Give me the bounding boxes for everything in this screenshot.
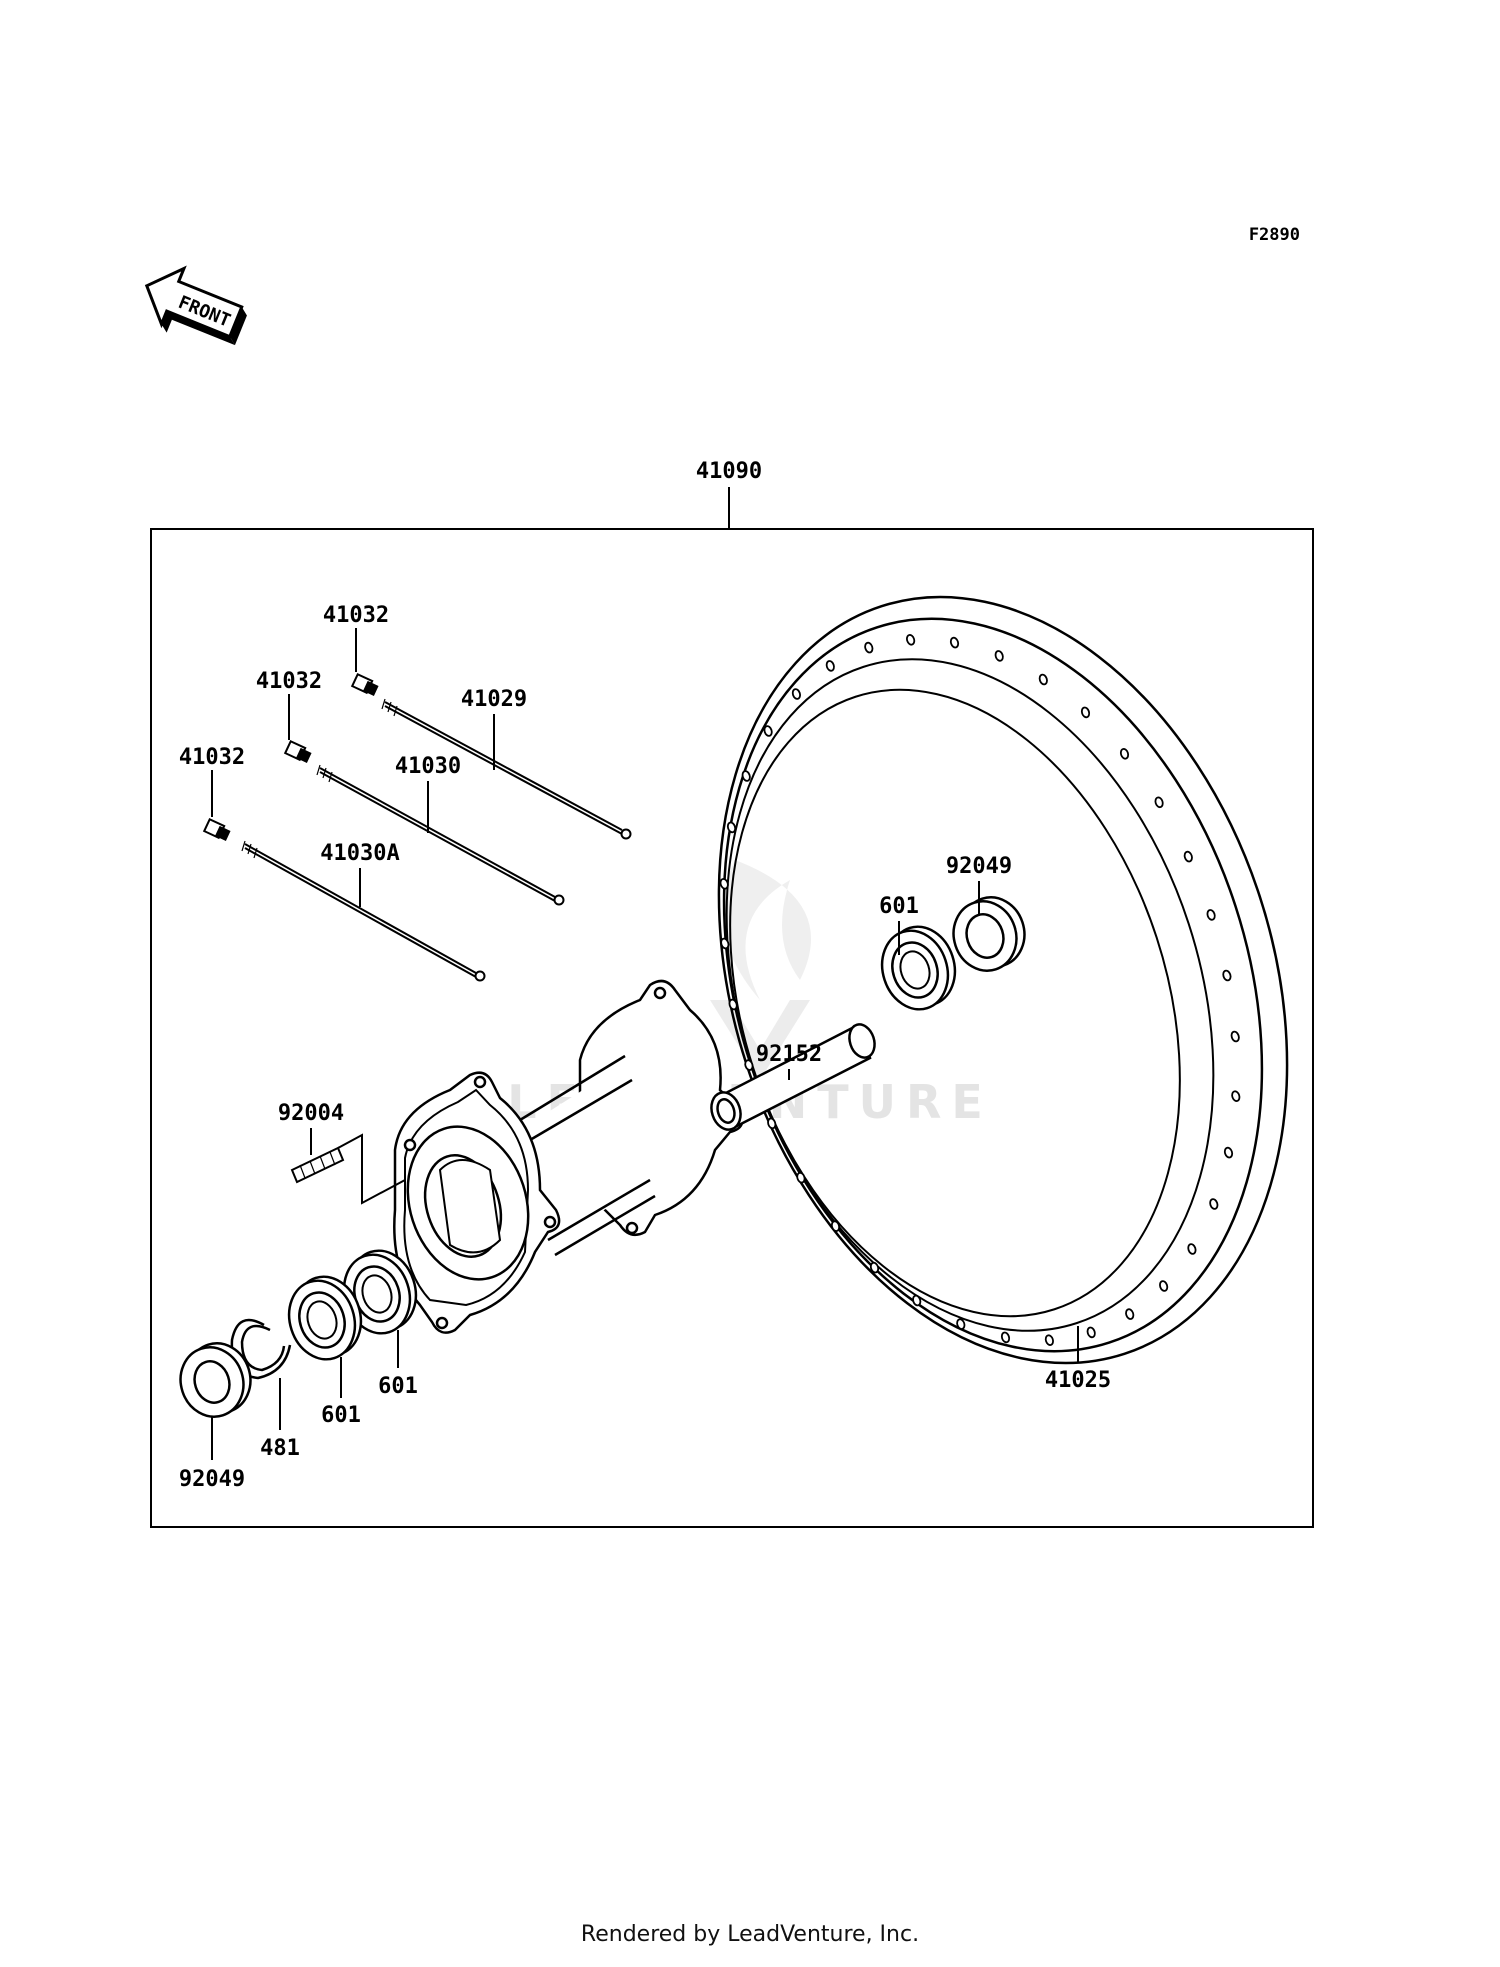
rim-spoke-hole (1000, 1331, 1011, 1344)
rim-spoke-hole (1159, 1280, 1169, 1292)
rim-spoke-hole (1080, 706, 1091, 719)
rim-spoke-hole (869, 1261, 880, 1274)
rim-spoke-hole (767, 1117, 777, 1130)
spoke-41030a (241, 840, 486, 982)
label-stud: 92004 (278, 1101, 344, 1126)
bearing-left-outer (287, 1275, 363, 1361)
spoke-nipple-1 (350, 672, 379, 696)
label-seal-right: 92049 (946, 854, 1012, 879)
seal-right (952, 896, 1026, 972)
rim-spoke-hole (1154, 796, 1164, 809)
label-bearing-left-outer: 601 (321, 1403, 361, 1428)
rim-spoke-hole (741, 770, 751, 782)
label-bearing-right: 601 (879, 894, 919, 919)
spoke-nipple-2 (283, 739, 312, 763)
rim-spoke-hole (825, 660, 835, 672)
rim-spoke-hole (1183, 850, 1193, 863)
label-rim: 41025 (1045, 1368, 1111, 1393)
rim-spoke-hole (791, 688, 801, 700)
label-circlip: 481 (260, 1436, 300, 1461)
rim-spoke-hole (1119, 748, 1130, 760)
bearing-right (880, 925, 957, 1011)
rim-spoke-hole (763, 725, 773, 737)
spoke-nipple-3 (202, 817, 231, 841)
label-seal-left: 92049 (179, 1467, 245, 1492)
label-spoke-41029: 41029 (461, 687, 527, 712)
rim-spoke-hole (726, 821, 737, 834)
assembly-label: 41090 (696, 459, 762, 484)
stud (290, 1146, 345, 1184)
label-spoke-41030a: 41030A (320, 841, 399, 866)
assembly-frame (150, 528, 1314, 1528)
rim-spoke-hole (912, 1294, 922, 1307)
rim-spoke-hole (796, 1171, 806, 1184)
rim-spoke-hole (719, 878, 729, 890)
rim-spoke-hole (1209, 1198, 1219, 1210)
rim-spoke-holes (719, 634, 1241, 1346)
bearing-left-inner (342, 1249, 418, 1335)
spacer (710, 1023, 876, 1131)
rim-spoke-hole (720, 937, 730, 950)
front-arrow-icon: FRONT (144, 265, 247, 346)
label-spoke-nipple-1: 41032 (323, 603, 389, 628)
figure-code: F2890 (1249, 225, 1300, 245)
rim-spoke-hole (1086, 1326, 1096, 1339)
leader-lines (211, 628, 1079, 1460)
spoke-41029 (381, 698, 632, 840)
rim-spoke-hole (956, 1318, 966, 1330)
rim-spoke-hole (744, 1059, 754, 1071)
rim (717, 595, 1289, 1365)
rim-spoke-hole (1187, 1243, 1197, 1255)
rim-spoke-hole (1125, 1308, 1135, 1320)
hub (393, 979, 744, 1334)
rim-spoke-hole (1222, 969, 1232, 982)
rim-spoke-hole (728, 998, 738, 1011)
rim-spoke-hole (906, 634, 916, 646)
label-bearing-left-inner: 601 (378, 1374, 418, 1399)
rim-spoke-hole (864, 641, 874, 654)
rim-spoke-hole (1044, 1334, 1054, 1346)
rim-spoke-hole (1223, 1146, 1234, 1159)
rim-spoke-hole (1231, 1090, 1241, 1102)
rim-spoke-hole (1206, 909, 1216, 921)
label-spoke-41030: 41030 (395, 754, 461, 779)
spoke-41030 (316, 764, 565, 906)
rim-spoke-hole (1230, 1030, 1240, 1043)
label-spacer: 92152 (756, 1042, 822, 1067)
rim-spoke-hole (1038, 673, 1048, 686)
rim-spoke-hole (994, 650, 1004, 662)
label-spoke-nipple-2: 41032 (256, 669, 322, 694)
footer-credit: Rendered by LeadVenture, Inc. (580, 1922, 920, 1947)
seal-left (179, 1342, 252, 1418)
label-spoke-nipple-3: 41032 (179, 745, 245, 770)
rim-spoke-hole (830, 1220, 841, 1232)
rim-spoke-hole (949, 636, 960, 649)
